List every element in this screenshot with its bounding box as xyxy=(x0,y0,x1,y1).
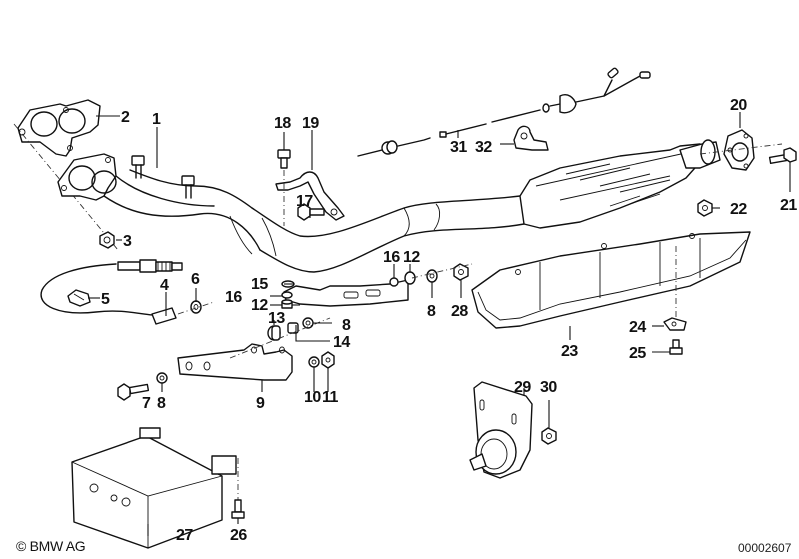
callout-24: 24 xyxy=(629,319,646,336)
callout-8a: 8 xyxy=(157,395,166,412)
callout-30: 30 xyxy=(540,379,557,396)
callout-25: 25 xyxy=(629,345,646,362)
callout-29: 29 xyxy=(514,379,531,396)
hex-bolt-7[interactable] xyxy=(117,383,150,401)
callout-12b: 12 xyxy=(403,249,420,266)
rear-bracket-part[interactable] xyxy=(283,279,409,307)
assembly-line xyxy=(229,317,331,359)
hex-bolt-18[interactable] xyxy=(277,149,291,169)
catalytic-converter-part[interactable] xyxy=(519,139,721,229)
cable-clip-5[interactable] xyxy=(67,289,91,307)
callout-13: 13 xyxy=(268,310,285,327)
screw-25[interactable] xyxy=(669,339,683,355)
hex-nut-3[interactable] xyxy=(99,231,115,249)
callout-26: 26 xyxy=(230,527,247,544)
callout-6: 6 xyxy=(191,271,200,288)
callout-8b: 8 xyxy=(342,317,351,334)
callout-17: 17 xyxy=(296,193,313,210)
callout-27: 27 xyxy=(176,527,193,544)
callout-12a: 12 xyxy=(251,297,268,314)
washer-10[interactable] xyxy=(308,356,320,368)
rubber-mount-29[interactable] xyxy=(469,381,533,479)
assembly-line xyxy=(699,143,783,155)
image-number: 00002607 xyxy=(738,541,792,555)
callout-22: 22 xyxy=(730,201,747,218)
bushing-12a[interactable] xyxy=(281,299,293,309)
callout-5: 5 xyxy=(101,291,110,308)
callout-10: 10 xyxy=(304,389,321,406)
callout-20: 20 xyxy=(730,97,747,114)
washer-8c[interactable] xyxy=(426,269,438,283)
assembly-line xyxy=(411,263,473,279)
front-pipe-part[interactable] xyxy=(57,153,525,273)
hex-nut-28[interactable] xyxy=(453,263,469,281)
clip-nut-24[interactable] xyxy=(663,317,687,331)
callout-19: 19 xyxy=(302,115,319,132)
callout-2: 2 xyxy=(121,109,130,126)
hex-nut-30[interactable] xyxy=(541,427,557,445)
callout-7: 7 xyxy=(142,395,151,412)
leader-lines xyxy=(88,112,791,536)
callout-16a: 16 xyxy=(225,289,242,306)
callout-28: 28 xyxy=(451,303,468,320)
oxygen-sensor-part[interactable] xyxy=(40,259,183,325)
washer-8b[interactable] xyxy=(156,372,168,384)
callout-4: 4 xyxy=(160,277,169,294)
callout-8c: 8 xyxy=(427,303,436,320)
control-unit-27[interactable] xyxy=(71,427,237,549)
bushing-16[interactable] xyxy=(281,291,293,299)
hex-bolt-21[interactable] xyxy=(768,147,797,165)
bushing-16b[interactable] xyxy=(389,277,399,287)
callout-14: 14 xyxy=(333,334,350,351)
callout-18: 18 xyxy=(274,115,291,132)
heat-shield-part[interactable] xyxy=(471,231,751,329)
callout-9: 9 xyxy=(256,395,265,412)
callout-11: 11 xyxy=(322,389,339,406)
screw-26[interactable] xyxy=(231,499,245,519)
assembly-line xyxy=(177,301,215,315)
cable-clip-32[interactable] xyxy=(513,125,549,151)
pipe-clamp-part[interactable] xyxy=(275,171,345,221)
bracket-9[interactable] xyxy=(177,343,293,381)
washer-8a[interactable] xyxy=(302,317,314,329)
callout-23: 23 xyxy=(561,343,578,360)
copyright-notice: © BMW AG xyxy=(16,538,86,554)
callout-15: 15 xyxy=(251,276,268,293)
callout-1: 1 xyxy=(152,111,161,128)
callouts: 1 2 3 4 5 6 7 8 8 8 9 10 11 12 12 13 14 … xyxy=(101,97,798,544)
callout-16b: 16 xyxy=(383,249,400,266)
hex-nut-11[interactable] xyxy=(321,351,335,369)
hex-nut-22[interactable] xyxy=(697,199,713,217)
callout-21: 21 xyxy=(780,197,797,214)
flange-gasket-20[interactable] xyxy=(723,129,755,171)
callout-3: 3 xyxy=(123,233,132,250)
manifold-gasket-part[interactable] xyxy=(17,99,101,157)
sensor-cable-part[interactable] xyxy=(357,67,651,157)
rubber-mount-13[interactable] xyxy=(267,325,281,341)
callout-31: 31 xyxy=(450,139,467,156)
callout-32: 32 xyxy=(475,139,492,156)
